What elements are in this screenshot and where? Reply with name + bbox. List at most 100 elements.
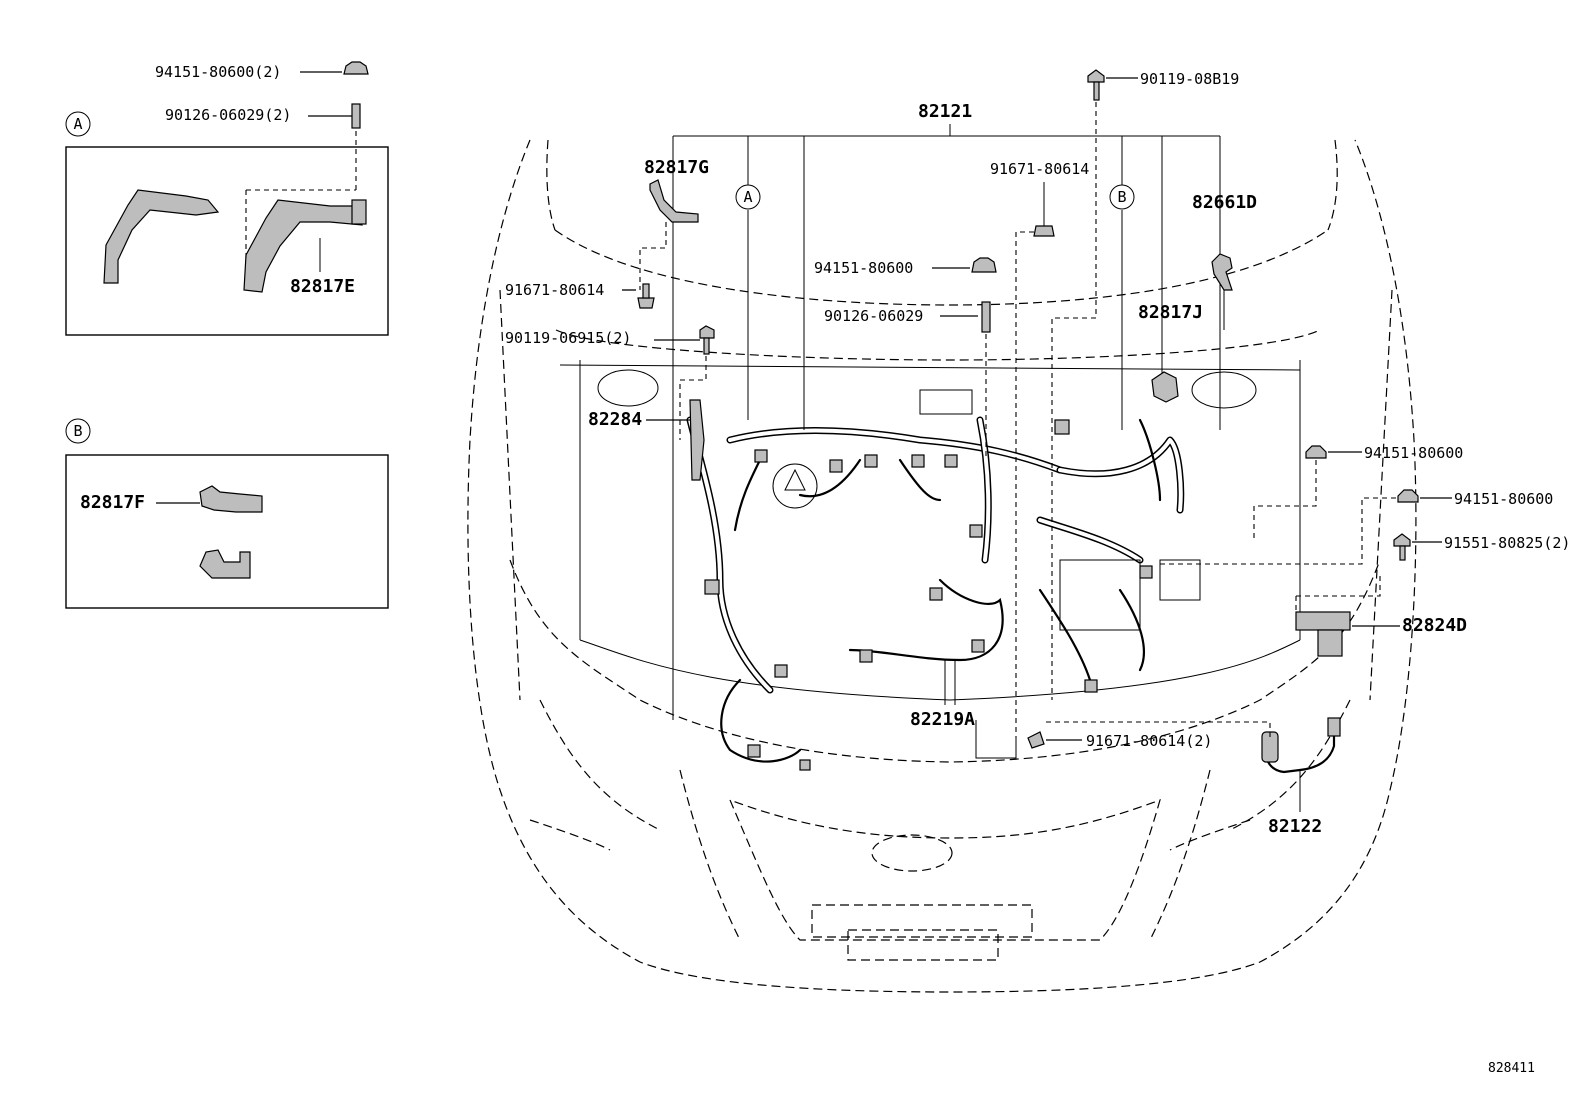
harness-connectors: [704, 419, 1153, 771]
82824d-body: [1317, 629, 1343, 657]
dash-94151-80600-r2: [1160, 497, 1396, 565]
connector: [1139, 565, 1153, 579]
label-94151-80600-r2: 94151-80600: [1454, 490, 1553, 508]
bumper-corners: [539, 699, 1351, 831]
strut-tower-left: [597, 369, 659, 407]
hood-line: [554, 229, 1329, 306]
connector: [774, 664, 788, 678]
harness-right-branch-inner: [1058, 438, 1183, 512]
inset-a-fasteners: 94151-80600(2) 90126-06029(2): [155, 61, 369, 129]
harness-drops: [733, 458, 942, 532]
nut-icon: [343, 61, 369, 75]
harness-lower-run: [848, 578, 1004, 662]
harness-ecu-branch-inner: [1038, 518, 1142, 562]
harness-main-run-inner: [728, 428, 1062, 472]
view-b-marker: [1109, 184, 1135, 210]
82824d-dash: [1295, 572, 1381, 612]
fender-edges: [546, 139, 1338, 231]
callout-82219a: 82219A: [910, 660, 975, 730]
label-90126-06029-2: 90126-06029(2): [165, 106, 291, 124]
fog-lamp-outlines: [529, 819, 1251, 851]
harness-center-drop-inner: [978, 418, 991, 562]
view-a-letter: A: [743, 188, 752, 206]
dash-90119-08b19: [1051, 102, 1097, 700]
diagram-reference-number: 828411: [1488, 1061, 1535, 1076]
label-91671-80614-left: 91671-80614: [505, 281, 604, 299]
nut-icon: [971, 257, 997, 273]
bolt-icon: [637, 297, 655, 309]
callout-82824d: 82824D: [1295, 572, 1467, 657]
bolt-icon: [699, 325, 715, 339]
radiator-support: [579, 639, 1301, 701]
body-outer-outline: [467, 139, 1417, 993]
nut-icon: [1397, 489, 1419, 503]
license-plate-lower: [847, 929, 999, 961]
label-94151-80600-r1: 94151-80600: [1364, 444, 1463, 462]
engine-cover-clip: [919, 389, 973, 415]
label-82817g: 82817G: [644, 157, 709, 178]
cowl-line: [555, 329, 1321, 361]
engine-bay-walls: [579, 360, 1301, 640]
label-82122: 82122: [1268, 816, 1322, 837]
connector: [704, 579, 720, 595]
harness-rear-drop: [1138, 418, 1162, 502]
inset-a-bracket-1: [103, 189, 220, 284]
label-82121: 82121: [918, 101, 972, 122]
connector: [829, 459, 843, 473]
82817e-bracket: [243, 199, 363, 293]
inset-b-marker: [65, 418, 91, 444]
callout-82284: 82284: [588, 399, 705, 481]
connector: [859, 649, 873, 663]
dash-bottom-right: [1046, 721, 1271, 738]
bolt-shank: [1399, 545, 1406, 561]
oil-cap-mark: [784, 468, 806, 491]
callout-82817g: 82817G: [639, 157, 709, 290]
inset-b-clamp-2: [199, 549, 251, 579]
emblem-outline: [871, 834, 953, 872]
battery-box: [1159, 559, 1201, 601]
nut-icon: [1305, 445, 1327, 459]
connector: [1054, 419, 1070, 435]
82122-connector: [1327, 717, 1341, 737]
connector: [1084, 679, 1098, 693]
connector: [944, 454, 958, 468]
side-rails: [499, 289, 1393, 701]
label-82824d: 82824D: [1402, 615, 1467, 636]
inset-a-letter: A: [73, 115, 82, 133]
label-94151-80600-mid: 94151-80600: [814, 259, 913, 277]
inset-b: B 82817F: [65, 418, 389, 609]
callout-82817j: 82817J: [1138, 302, 1203, 403]
spindle-grille: [728, 798, 1161, 941]
82817f-clamp: [199, 485, 263, 513]
callout-82661d: 82661D: [1192, 192, 1257, 330]
inset-a: A 82817E: [65, 111, 389, 336]
connector: [929, 587, 943, 601]
bolt-icon: [1393, 533, 1411, 547]
callout-82121: 82121 A B: [672, 101, 1221, 720]
82817g-dash: [639, 222, 667, 290]
bolt-shank: [1093, 81, 1100, 101]
callout-82122: 82122: [1261, 717, 1341, 837]
bolt-icon: [1087, 69, 1105, 83]
inset-a-frame: [65, 146, 389, 336]
connector: [799, 759, 811, 771]
bolt-icon: [1033, 225, 1055, 237]
inset-b-frame: [65, 454, 389, 609]
view-b-letter: B: [1117, 188, 1126, 206]
cowl-top: [559, 364, 1301, 371]
bumper-upper-line: [509, 559, 1381, 763]
bolt-shank: [642, 283, 650, 299]
82817g-bracket: [649, 179, 699, 223]
connector: [911, 454, 925, 468]
fastener-callouts: 90119-08B19 91671-80614 94151-80600 9012…: [505, 69, 1570, 759]
82817j-clamp: [1151, 371, 1179, 403]
label-90119-08b19: 90119-08B19: [1140, 70, 1239, 88]
label-91551-80825-2: 91551-80825(2): [1444, 534, 1570, 552]
connector: [969, 524, 983, 538]
label-82219a: 82219A: [910, 709, 975, 730]
harness-battery-run: [1038, 588, 1145, 682]
82824d-block: [1295, 611, 1351, 631]
label-94151-80600-2: 94151-80600(2): [155, 63, 281, 81]
